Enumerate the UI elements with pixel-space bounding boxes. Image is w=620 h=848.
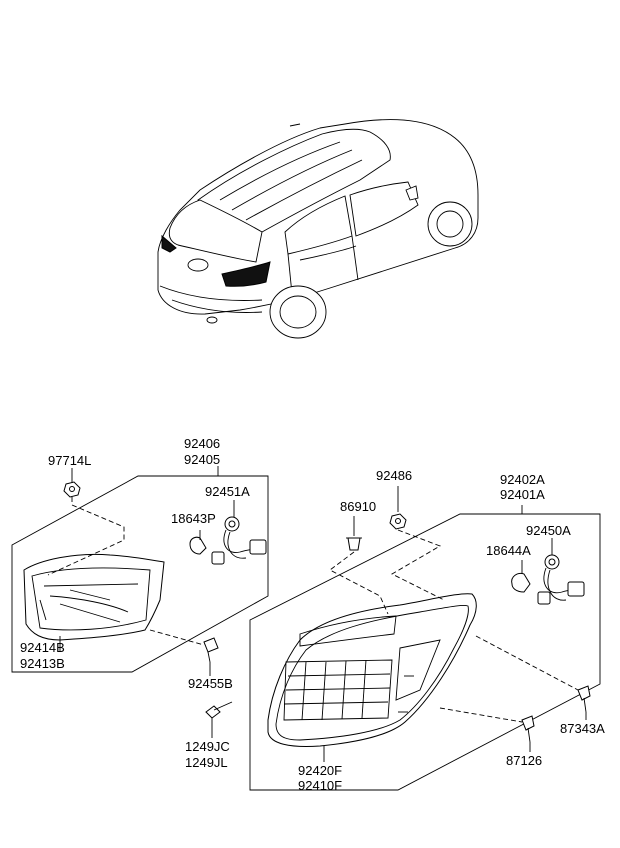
screw-icon — [577, 685, 591, 713]
label-92486: 92486 — [376, 468, 412, 483]
label-87343A: 87343A — [560, 721, 605, 736]
outer-lamp-icon — [267, 593, 477, 747]
label-87126: 87126 — [506, 753, 542, 768]
nut-icon — [389, 513, 407, 530]
label-92402A: 92402A — [500, 472, 545, 487]
label-92455B: 92455B — [188, 676, 233, 691]
label-92450A: 92450A — [526, 523, 571, 538]
label-92451A: 92451A — [205, 484, 250, 499]
vehicle-rear-view-icon — [157, 119, 479, 339]
nut-icon — [63, 481, 81, 498]
socket-wiring-icon — [211, 516, 267, 565]
screw-icon — [203, 637, 219, 663]
inner-lamp-assembly-frame — [11, 475, 269, 673]
bulb-icon — [511, 573, 531, 593]
label-92401A: 92401A — [500, 487, 545, 502]
bulb-icon — [189, 536, 207, 555]
label-92410F: 92410F — [298, 778, 342, 793]
label-18643P: 18643P — [171, 511, 216, 526]
screw-icon — [521, 715, 535, 743]
label-1249JC: 1249JC — [185, 739, 230, 754]
screw-icon — [205, 701, 233, 719]
label-18644A: 18644A — [486, 543, 531, 558]
socket-wiring-icon — [537, 554, 585, 605]
label-92405: 92405 — [184, 452, 220, 467]
inner-lamp-icon — [23, 553, 165, 641]
outer-lamp-assembly-frame — [249, 513, 601, 791]
label-86910: 86910 — [340, 499, 376, 514]
label-92414B: 92414B — [20, 640, 65, 655]
clip-icon — [346, 537, 362, 551]
label-92420F: 92420F — [298, 763, 342, 778]
label-1249JL: 1249JL — [185, 755, 228, 770]
label-97714L: 97714L — [48, 453, 91, 468]
label-92406: 92406 — [184, 436, 220, 451]
label-92413B: 92413B — [20, 656, 65, 671]
